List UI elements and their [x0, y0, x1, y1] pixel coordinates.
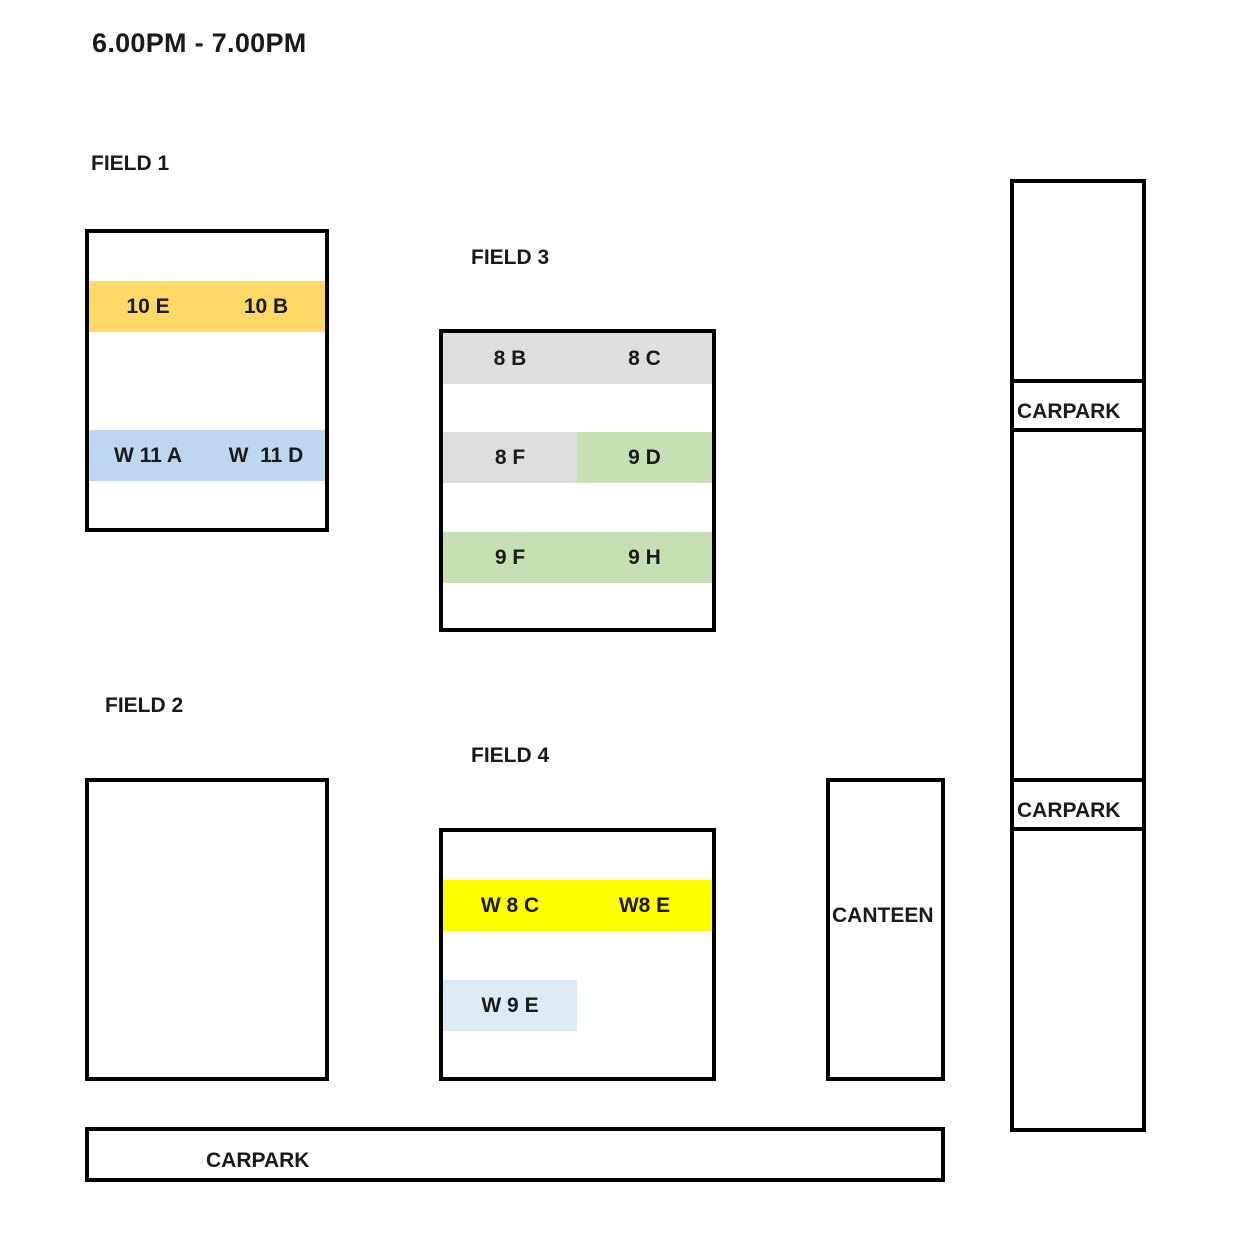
carpark-divider	[1012, 379, 1145, 383]
team-slot[interactable]: W8 E	[618, 893, 671, 917]
field-1-row-1: 10 E 10 B	[89, 281, 325, 332]
carpark-bottom[interactable]: CARPARK	[85, 1127, 945, 1182]
field-4-label: FIELD 4	[471, 744, 550, 767]
field-4[interactable]: W 8 C W8 E W 9 E	[439, 828, 716, 1081]
field-3-row-2: 8 F 9 D	[443, 432, 712, 483]
team-slot[interactable]: 9 F	[443, 532, 577, 583]
carpark-divider	[1012, 428, 1145, 432]
team-slot[interactable]: W 9 E	[481, 993, 539, 1017]
team-slot[interactable]: 9 D	[577, 432, 712, 483]
schedule-time-title: 6.00PM - 7.00PM	[92, 28, 307, 58]
carpark-divider	[1012, 827, 1145, 831]
team-slot[interactable]: 10 E	[126, 294, 170, 318]
carpark-bottom-label: CARPARK	[206, 1149, 310, 1172]
field-1-label: FIELD 1	[91, 152, 170, 175]
field-1-row-2: W 11 A W 11 D	[89, 430, 325, 481]
field-2-label: FIELD 2	[105, 694, 184, 717]
carpark-right-upper-label: CARPARK	[1017, 400, 1121, 423]
canteen[interactable]: CANTEEN	[826, 778, 945, 1081]
carpark-right-lower-label: CARPARK	[1017, 799, 1121, 822]
team-slot[interactable]: 8 B	[443, 333, 577, 384]
canteen-label: CANTEEN	[832, 904, 934, 927]
field-3-row-3: 9 F 9 H	[443, 532, 712, 583]
team-slot[interactable]: 8 F	[443, 432, 577, 483]
team-slot[interactable]: W 8 C	[480, 893, 540, 917]
team-slot[interactable]: W 11 A	[113, 443, 183, 467]
team-slot[interactable]: W 11 D	[228, 443, 304, 467]
field-3-row-1: 8 B 8 C	[443, 333, 712, 384]
field-2[interactable]	[85, 778, 329, 1081]
field-3[interactable]: 8 B 8 C 8 F 9 D 9 F 9 H	[439, 329, 716, 632]
field-4-row-1: W 8 C W8 E	[443, 880, 712, 931]
field-3-label: FIELD 3	[471, 246, 550, 269]
team-slot[interactable]: 10 B	[243, 294, 289, 318]
carpark-divider	[1012, 778, 1145, 782]
field-4-row-2: W 9 E	[443, 980, 577, 1031]
field-1[interactable]: 10 E 10 B W 11 A W 11 D	[85, 229, 329, 532]
carpark-right-strip[interactable]	[1010, 179, 1146, 1132]
team-slot[interactable]: 8 C	[577, 333, 712, 384]
team-slot[interactable]: 9 H	[577, 532, 712, 583]
